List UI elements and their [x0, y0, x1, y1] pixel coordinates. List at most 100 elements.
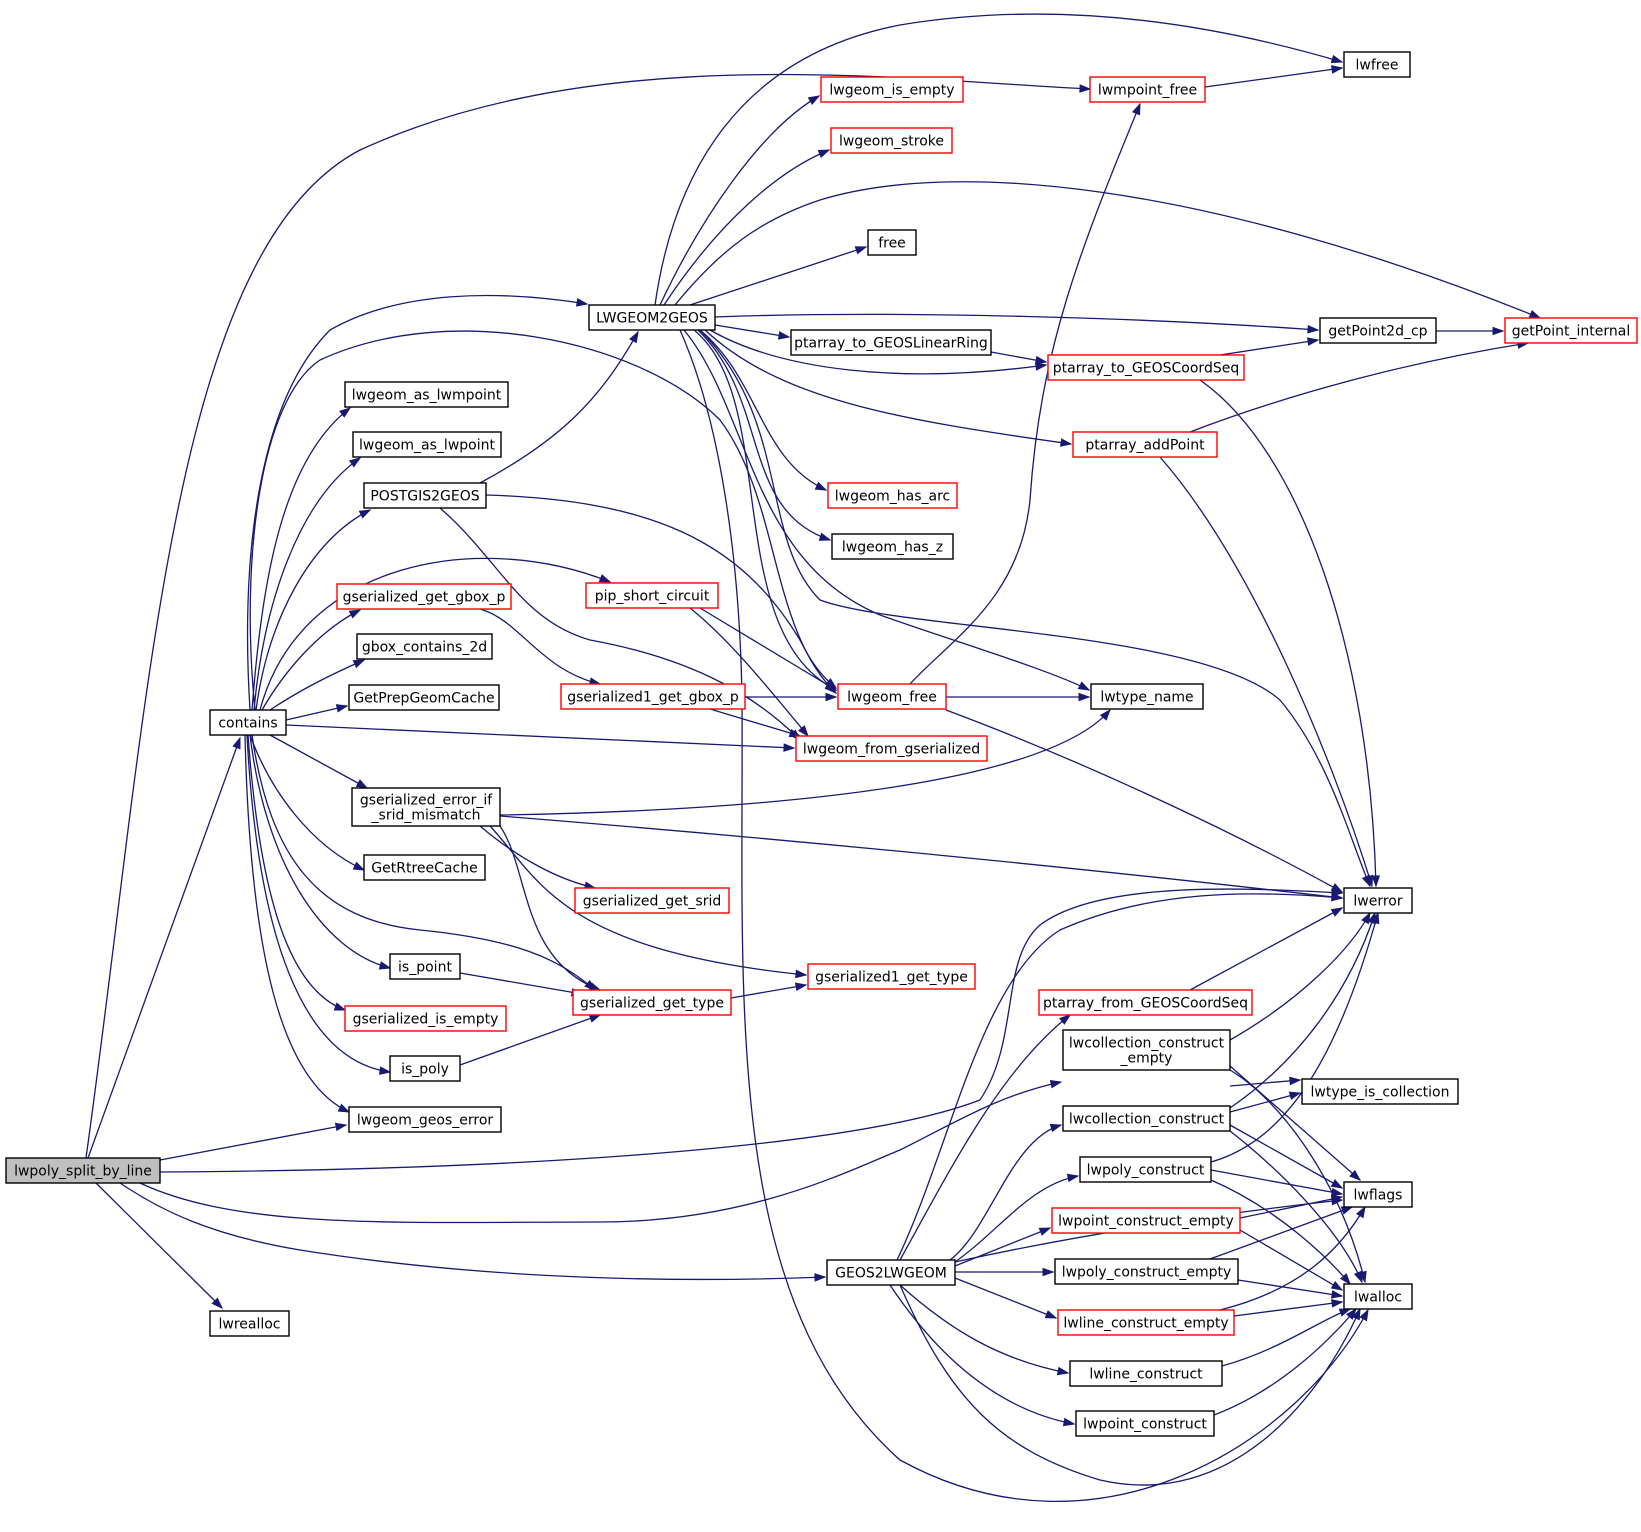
node-box[interactable] [1062, 1105, 1231, 1132]
node-box[interactable] [1343, 1283, 1413, 1310]
node-box[interactable] [1072, 431, 1218, 458]
node-lptc[interactable]: lwpoint_construct [1075, 1410, 1215, 1437]
node-box[interactable] [363, 854, 486, 881]
node-box[interactable] [867, 229, 917, 256]
node-box[interactable] [1343, 51, 1411, 78]
node-box[interactable] [1089, 76, 1206, 103]
node-box[interactable] [1054, 1258, 1239, 1285]
node-gpi[interactable]: getPoint_internal [1504, 317, 1638, 344]
node-box[interactable] [344, 1005, 507, 1032]
node-g1type[interactable]: gserialized1_get_type [807, 963, 976, 990]
node-split[interactable]: lwpoly_split_by_line [5, 1157, 161, 1184]
node-p2g[interactable]: POSTGIS2GEOS [363, 482, 487, 509]
node-box[interactable] [1343, 1181, 1413, 1208]
node-pip[interactable]: pip_short_circuit [585, 582, 719, 609]
node-gp2d[interactable]: getPoint2d_cp [1319, 317, 1437, 344]
node-lcc[interactable]: lwcollection_construct [1062, 1105, 1231, 1132]
node-mpfree[interactable]: lwmpoint_free [1089, 76, 1206, 103]
node-box[interactable] [209, 1310, 290, 1337]
node-gbc[interactable]: gbox_contains_2d [356, 633, 493, 660]
node-box[interactable] [389, 953, 461, 980]
node-lccempty[interactable]: lwcollection_construct_empty [1062, 1029, 1231, 1071]
node-box[interactable] [336, 583, 512, 610]
node-box[interactable] [1051, 1207, 1241, 1234]
node-box[interactable] [344, 381, 509, 408]
node-box[interactable] [363, 482, 487, 509]
node-box[interactable] [1075, 1410, 1215, 1437]
node-box[interactable] [1069, 1360, 1223, 1387]
node-gpc[interactable]: GetPrepGeomCache [348, 684, 500, 711]
node-box[interactable] [351, 787, 501, 827]
node-ggb[interactable]: gserialized_get_gbox_p [336, 583, 512, 610]
node-box[interactable] [348, 684, 500, 711]
node-lwerror[interactable]: lwerror [1343, 887, 1413, 914]
node-gsrid[interactable]: gserialized_get_srid [574, 887, 730, 914]
node-g2l[interactable]: GEOS2LWGEOM [826, 1259, 956, 1286]
node-l2g[interactable]: LWGEOM2GEOS [588, 304, 716, 331]
node-asmpt[interactable]: lwgeom_as_lwmpoint [344, 381, 509, 408]
node-box[interactable] [5, 1157, 161, 1184]
node-box[interactable] [1047, 354, 1245, 381]
node-free[interactable]: free [867, 229, 917, 256]
node-hasarc[interactable]: lwgeom_has_arc [827, 482, 958, 509]
node-box[interactable] [1504, 317, 1638, 344]
node-lwtname[interactable]: lwtype_name [1090, 683, 1204, 710]
node-lwrealloc[interactable]: lwrealloc [209, 1310, 290, 1337]
node-box[interactable] [572, 989, 732, 1016]
node-contains[interactable]: contains [209, 709, 287, 736]
node-llce[interactable]: lwline_construct_empty [1057, 1309, 1235, 1336]
node-box[interactable] [1343, 887, 1413, 914]
node-box[interactable] [574, 887, 730, 914]
node-box[interactable] [209, 709, 287, 736]
node-ispt[interactable]: is_point [389, 953, 461, 980]
node-isempty[interactable]: lwgeom_is_empty [820, 76, 964, 103]
node-box[interactable] [1301, 1078, 1459, 1105]
node-box[interactable] [1038, 989, 1253, 1016]
node-hasz[interactable]: lwgeom_has_z [831, 533, 954, 560]
node-box[interactable] [827, 482, 958, 509]
node-box[interactable] [352, 431, 502, 458]
node-box[interactable] [1090, 683, 1204, 710]
node-box[interactable] [795, 735, 988, 762]
node-gie[interactable]: gserialized_is_empty [344, 1005, 507, 1032]
node-lpce[interactable]: lwpoly_construct_empty [1054, 1258, 1239, 1285]
node-box[interactable] [830, 127, 953, 154]
node-box[interactable] [790, 329, 992, 356]
node-paadd[interactable]: ptarray_addPoint [1072, 431, 1218, 458]
node-lpc[interactable]: lwpoly_construct [1079, 1156, 1212, 1183]
node-pafcs[interactable]: ptarray_from_GEOSCoordSeq [1038, 989, 1253, 1016]
node-lge[interactable]: lwgeom_geos_error [348, 1106, 502, 1133]
node-gesm[interactable]: gserialized_error_if_srid_mismatch [351, 787, 501, 827]
node-g1gb[interactable]: gserialized1_get_gbox_p [560, 683, 746, 710]
node-box[interactable] [356, 633, 493, 660]
node-box[interactable] [348, 1106, 502, 1133]
node-stroke[interactable]: lwgeom_stroke [830, 127, 953, 154]
node-box[interactable] [1057, 1309, 1235, 1336]
node-lwflags[interactable]: lwflags [1343, 1181, 1413, 1208]
node-lgfree[interactable]: lwgeom_free [837, 683, 947, 710]
node-box[interactable] [820, 76, 964, 103]
node-ispoly[interactable]: is_poly [389, 1055, 461, 1082]
node-box[interactable] [1319, 317, 1437, 344]
node-grc[interactable]: GetRtreeCache [363, 854, 486, 881]
node-llc[interactable]: lwline_construct [1069, 1360, 1223, 1387]
node-box[interactable] [585, 582, 719, 609]
node-box[interactable] [560, 683, 746, 710]
node-pa2cs[interactable]: ptarray_to_GEOSCoordSeq [1047, 354, 1245, 381]
node-box[interactable] [1079, 1156, 1212, 1183]
node-box[interactable] [588, 304, 716, 331]
node-box[interactable] [826, 1259, 956, 1286]
node-box[interactable] [389, 1055, 461, 1082]
node-gtype[interactable]: gserialized_get_type [572, 989, 732, 1016]
node-lgfs[interactable]: lwgeom_from_gserialized [795, 735, 988, 762]
node-lptce[interactable]: lwpoint_construct_empty [1051, 1207, 1241, 1234]
node-box[interactable] [831, 533, 954, 560]
node-lwfree[interactable]: lwfree [1343, 51, 1411, 78]
node-pa2lr[interactable]: ptarray_to_GEOSLinearRing [790, 329, 992, 356]
node-box[interactable] [1062, 1029, 1231, 1071]
node-lwtic[interactable]: lwtype_is_collection [1301, 1078, 1459, 1105]
node-lwalloc[interactable]: lwalloc [1343, 1283, 1413, 1310]
node-box[interactable] [807, 963, 976, 990]
node-aspt[interactable]: lwgeom_as_lwpoint [352, 431, 502, 458]
node-box[interactable] [837, 683, 947, 710]
